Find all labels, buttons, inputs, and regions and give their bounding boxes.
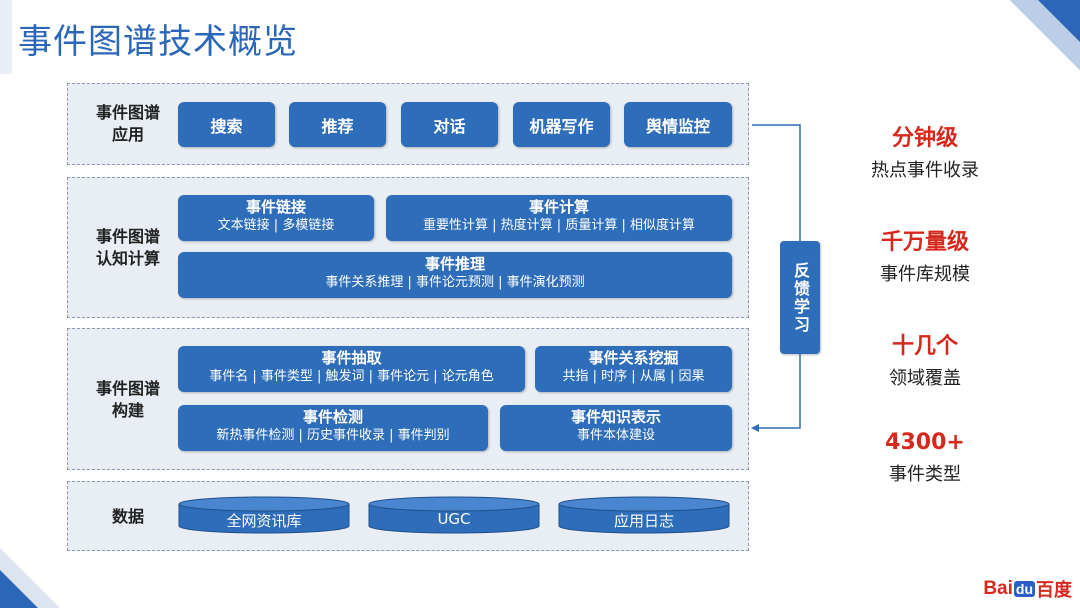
page-title: 事件图谱技术概览 (18, 22, 298, 62)
layer-cognition: 事件图谱认知计算 事件链接 文本链接 | 多模链接 事件计算 重要性计算 | 热… (67, 177, 749, 318)
block-title: 事件抽取 (321, 349, 382, 367)
app-item-recommend: 推荐 (289, 102, 386, 147)
block-title: 事件关系挖掘 (588, 349, 679, 367)
stat-value: 分钟级 (891, 126, 958, 151)
corner-decoration-top-right (1010, 0, 1080, 70)
block-subtitle: 新热事件检测 | 历史事件收录 | 事件判别 (216, 428, 450, 443)
block-event-detection: 事件检测 新热事件检测 | 历史事件收录 | 事件判别 (178, 405, 488, 451)
stat-label: 领域覆盖 (889, 368, 961, 389)
feedback-arrow (751, 124, 801, 432)
layer-label-application: 事件图谱应用 (95, 103, 160, 144)
layer-data: 数据 全网资讯库 UGC 应用日志 (67, 481, 749, 551)
stat-item: 4300+ 事件类型 (830, 428, 1020, 490)
data-source-label: 全网资讯库 (226, 512, 302, 530)
stat-item: 分钟级 热点事件收录 (830, 124, 1020, 186)
data-source-label: 应用日志 (613, 512, 674, 530)
data-source-label: UGC (437, 510, 471, 528)
stat-item: 十几个 领域覆盖 (830, 332, 1020, 394)
block-event-knowledge-representation: 事件知识表示 事件本体建设 (500, 405, 732, 451)
block-event-relation-mining: 事件关系挖掘 共指 | 时序 | 从属 | 因果 (535, 346, 732, 392)
data-source-app-logs: 应用日志 (558, 496, 730, 534)
block-subtitle: 事件名 | 事件类型 | 触发词 | 事件论元 | 论元角色 (209, 369, 494, 384)
stat-value: 十几个 (891, 334, 958, 359)
block-title: 事件推理 (424, 255, 485, 273)
layer-construction: 事件图谱构建 事件抽取 事件名 | 事件类型 | 触发词 | 事件论元 | 论元… (67, 328, 749, 470)
block-subtitle: 文本链接 | 多模链接 (217, 218, 335, 233)
data-source-news-corpus: 全网资讯库 (178, 496, 350, 534)
corner-decoration-bottom-left (0, 548, 60, 608)
corner-decoration-top-left (0, 0, 12, 74)
stat-value: 4300+ (885, 430, 965, 455)
layer-application: 事件图谱应用 搜索 推荐 对话 机器写作 舆情监控 (67, 83, 749, 165)
stat-label: 事件类型 (889, 464, 961, 485)
block-subtitle: 共指 | 时序 | 从属 | 因果 (562, 369, 705, 384)
layer-label-construction: 事件图谱构建 (95, 379, 160, 420)
block-subtitle: 事件关系推理 | 事件论元预测 | 事件演化预测 (325, 275, 585, 290)
block-event-reasoning: 事件推理 事件关系推理 | 事件论元预测 | 事件演化预测 (178, 252, 732, 298)
block-title: 事件检测 (302, 408, 363, 426)
app-item-sentiment-monitoring: 舆情监控 (624, 102, 732, 147)
block-event-computing: 事件计算 重要性计算 | 热度计算 | 质量计算 | 相似度计算 (386, 195, 732, 241)
block-subtitle: 事件本体建设 (576, 428, 655, 443)
data-source-ugc: UGC (368, 496, 540, 534)
app-item-machine-writing: 机器写作 (513, 102, 610, 147)
baidu-logo: Bai du 百度 (983, 578, 1072, 600)
block-subtitle: 重要性计算 | 热度计算 | 质量计算 | 相似度计算 (423, 218, 695, 233)
stat-label: 热点事件收录 (871, 160, 979, 181)
block-event-extraction: 事件抽取 事件名 | 事件类型 | 触发词 | 事件论元 | 论元角色 (178, 346, 525, 392)
block-event-linking: 事件链接 文本链接 | 多模链接 (178, 195, 374, 241)
feedback-learning-box: 反馈学习 (780, 241, 820, 354)
layer-label-cognition: 事件图谱认知计算 (95, 227, 160, 268)
stat-label: 事件库规模 (880, 264, 970, 285)
stat-value: 千万量级 (880, 230, 969, 255)
app-item-dialog: 对话 (401, 102, 498, 147)
block-title: 事件计算 (528, 198, 589, 216)
app-item-search: 搜索 (178, 102, 275, 147)
block-title: 事件链接 (245, 198, 306, 216)
stat-item: 千万量级 事件库规模 (830, 228, 1020, 290)
block-title: 事件知识表示 (570, 408, 661, 426)
layer-label-data: 数据 (111, 507, 144, 526)
